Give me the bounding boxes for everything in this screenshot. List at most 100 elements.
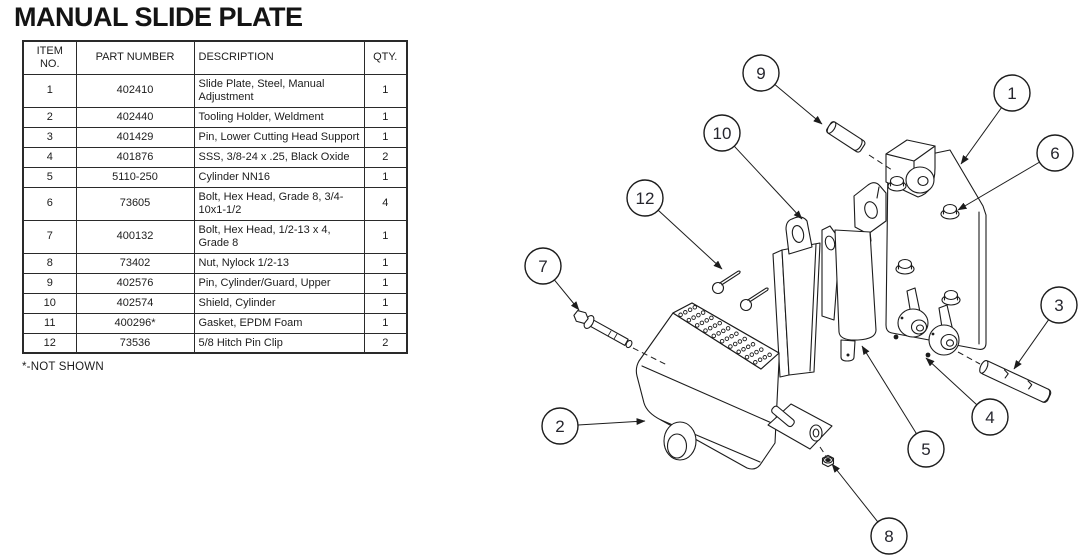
callout-number: 3 (1054, 296, 1063, 315)
leader-line (957, 161, 1040, 211)
cell-item-no: 3 (22, 126, 77, 148)
cell-qty: 1 (363, 272, 408, 294)
cell-item-no: 2 (22, 106, 77, 128)
callout-balloon (1040, 286, 1078, 324)
cell-description: 5/8 Hitch Pin Clip (193, 332, 365, 354)
callout-number: 5 (921, 440, 930, 459)
table-row: 3 401429 Pin, Lower Cutting Head Support… (22, 126, 408, 148)
callout-9: 9 (742, 54, 823, 125)
cell-part-number: 402576 (75, 272, 195, 294)
parts-table: ITEM NO. PART NUMBER DESCRIPTION QTY. 1 … (22, 40, 408, 355)
leader-line (1013, 319, 1050, 370)
col-header-part-number: PART NUMBER (75, 40, 195, 75)
parts-table-container: ITEM NO. PART NUMBER DESCRIPTION QTY. 1 … (22, 40, 408, 374)
callout-number: 8 (884, 527, 893, 546)
table-row: 5 5110-250 Cylinder NN16 1 (22, 166, 408, 188)
leader-line (774, 84, 823, 125)
cell-description: Gasket, EPDM Foam (193, 312, 365, 334)
callout-6: 6 (957, 134, 1074, 211)
leader-line (960, 107, 1002, 165)
cell-part-number: 402440 (75, 106, 195, 128)
assembly-dashed-lines (632, 154, 981, 457)
callout-4: 4 (925, 357, 1009, 436)
callout-3: 3 (1013, 286, 1078, 370)
cell-qty: 4 (363, 186, 408, 221)
callout-12: 12 (626, 179, 723, 270)
table-row: 12 73536 5/8 Hitch Pin Clip 2 (22, 332, 408, 354)
cell-description: Pin, Lower Cutting Head Support (193, 126, 365, 148)
cell-item-no: 12 (22, 332, 77, 354)
part-cam-clamps (897, 287, 960, 356)
cell-qty: 1 (363, 166, 408, 188)
part-nylock-nut (821, 454, 835, 468)
cell-item-no: 10 (22, 292, 77, 314)
part-hitch-pin-clips (711, 270, 769, 312)
cell-part-number: 400296* (75, 312, 195, 334)
cell-item-no: 8 (22, 252, 77, 274)
cell-description: Bolt, Hex Head, 1/2-13 x 4, Grade 8 (193, 219, 365, 254)
cell-qty: 1 (363, 252, 408, 274)
part-cylinder (834, 182, 887, 362)
callout-balloon (993, 74, 1031, 112)
callout-number: 9 (756, 64, 765, 83)
leader-line (657, 209, 723, 270)
callout-2: 2 (541, 407, 646, 445)
cell-qty: 1 (363, 126, 408, 148)
part-support-pin (979, 359, 1052, 403)
callout-balloon (541, 407, 579, 445)
part-long-bolt (573, 310, 633, 349)
col-header-description: DESCRIPTION (193, 40, 365, 75)
perforation-pattern (678, 305, 772, 365)
table-row: 4 401876 SSS, 3/8-24 x .25, Black Oxide … (22, 146, 408, 168)
table-row: 11 400296* Gasket, EPDM Foam 1 (22, 312, 408, 334)
callout-balloon (971, 398, 1009, 436)
leader-line (554, 279, 580, 311)
cell-item-no: 6 (22, 186, 77, 221)
callout-8: 8 (831, 463, 908, 555)
callout-number: 4 (985, 408, 994, 427)
cell-description: Cylinder NN16 (193, 166, 365, 188)
cell-description: SSS, 3/8-24 x .25, Black Oxide (193, 146, 365, 168)
callout-number: 6 (1050, 144, 1059, 163)
leader-line (831, 463, 879, 523)
table-header-row: ITEM NO. PART NUMBER DESCRIPTION QTY. (22, 40, 408, 75)
cell-item-no: 4 (22, 146, 77, 168)
callout-balloon (907, 430, 945, 468)
cell-qty: 1 (363, 106, 408, 128)
part-set-screws (893, 334, 931, 358)
part-upper-pin (826, 121, 866, 153)
callout-number: 10 (713, 124, 732, 143)
callout-7: 7 (524, 247, 580, 311)
cell-item-no: 7 (22, 219, 77, 254)
callout-balloon (1036, 134, 1074, 172)
table-footnote: *-NOT SHOWN (22, 361, 104, 374)
callout-balloon (524, 247, 562, 285)
table-row: 7 400132 Bolt, Hex Head, 1/2-13 x 4, Gra… (22, 219, 408, 254)
callout-balloon (870, 517, 908, 555)
callout-number: 1 (1007, 84, 1016, 103)
callout-number: 7 (538, 257, 547, 276)
cell-part-number: 73536 (75, 332, 195, 354)
table-row: 10 402574 Shield, Cylinder 1 (22, 292, 408, 314)
callout-balloon (703, 114, 741, 152)
table-row: 8 73402 Nut, Nylock 1/2-13 1 (22, 252, 408, 274)
leader-line (577, 418, 646, 426)
col-header-item-no: ITEM NO. (22, 40, 77, 75)
cell-part-number: 400132 (75, 219, 195, 254)
callout-number: 2 (555, 417, 564, 436)
part-cylinder-shield (772, 216, 841, 378)
cell-qty: 1 (363, 312, 408, 334)
cell-part-number: 401429 (75, 126, 195, 148)
callout-number: 12 (636, 189, 655, 208)
cell-qty: 1 (363, 292, 408, 314)
cell-qty: 1 (363, 219, 408, 254)
cell-part-number: 73605 (75, 186, 195, 221)
cell-description: Bolt, Hex Head, Grade 8, 3/4-10x1-1/2 (193, 186, 365, 221)
cell-description: Slide Plate, Steel, Manual Adjustment (193, 73, 365, 108)
table-row: 2 402440 Tooling Holder, Weldment 1 (22, 106, 408, 128)
callout-balloon (742, 54, 780, 92)
cell-description: Pin, Cylinder/Guard, Upper (193, 272, 365, 294)
cell-part-number: 401876 (75, 146, 195, 168)
